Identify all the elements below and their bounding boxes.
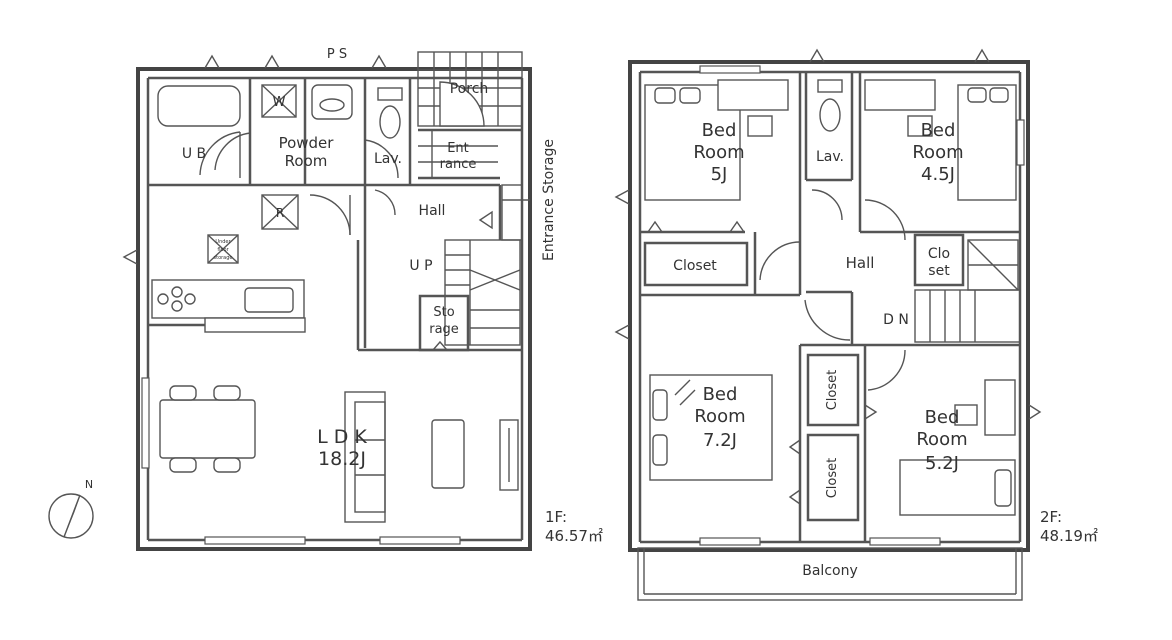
label-entrance-storage: Entrance Storage xyxy=(541,139,557,261)
label-storage-line2: rage xyxy=(429,322,459,337)
label-ps: P S xyxy=(327,47,347,62)
bathtub xyxy=(157,85,241,127)
first-floor-area-label: 1F: xyxy=(545,508,567,526)
closet-mid xyxy=(913,233,965,287)
first-floor-stairs xyxy=(444,239,521,346)
label-bed5-line3: 5J xyxy=(711,164,728,185)
kitchen-sink xyxy=(244,287,294,313)
label-bed72-line2: Room xyxy=(694,406,745,427)
entrance-tiles xyxy=(418,130,498,178)
label-closet-upper: Closet xyxy=(825,370,840,411)
second-floor-area-value: 48.19㎡ xyxy=(1040,527,1098,545)
toilet-2f xyxy=(819,98,841,132)
second-floor-outer-wall xyxy=(628,60,1030,552)
second-floor-plan xyxy=(614,48,1042,601)
balcony xyxy=(637,547,1023,601)
label-bed45-line1: Bed xyxy=(921,120,956,141)
label-closet-left: Closet xyxy=(673,258,717,274)
label-w: W xyxy=(273,95,286,110)
label-entrance-line2: rance xyxy=(440,157,477,172)
label-entrance-line1: Ent xyxy=(447,141,469,156)
wash-basin xyxy=(311,84,353,120)
entrance-storage xyxy=(501,184,523,241)
closet-upper xyxy=(806,353,860,427)
label-hall-1f: Hall xyxy=(419,203,446,219)
label-bed52-line3: 5.2J xyxy=(925,453,959,474)
label-bed5-line2: Room xyxy=(693,142,744,163)
closet-lower xyxy=(806,433,860,522)
label-porch: Porch xyxy=(450,81,489,97)
label-bed72-line3: 7.2J xyxy=(703,430,737,451)
label-balcony: Balcony xyxy=(802,563,858,579)
label-closet-lower: Closet xyxy=(825,458,840,499)
closet-left xyxy=(643,241,749,287)
second-floor-stairs xyxy=(914,239,1021,343)
label-closet-mid-line1: Clo xyxy=(928,246,950,262)
label-bed72-line1: Bed xyxy=(703,384,738,405)
label-under-floor-line2: floor xyxy=(217,247,229,253)
label-under-floor-line1: Under xyxy=(215,239,231,245)
label-closet-mid-line2: set xyxy=(928,263,950,279)
storage-room xyxy=(418,294,470,352)
bed-72j xyxy=(649,374,773,481)
label-hall-2f: Hall xyxy=(846,254,875,272)
toilet xyxy=(379,105,401,139)
label-up: U P xyxy=(409,258,432,274)
compass-north-icon xyxy=(48,493,94,539)
desk-45j xyxy=(864,79,936,111)
first-floor-area-value: 46.57㎡ xyxy=(545,527,603,545)
label-ub: U B xyxy=(182,146,206,162)
first-floor-outer-wall xyxy=(136,67,532,551)
label-powder-room-line1: Powder xyxy=(279,134,335,152)
coffee-table xyxy=(431,419,465,489)
label-bed5-line1: Bed xyxy=(702,120,737,141)
label-dn: D N xyxy=(883,312,909,328)
label-lav-2f: Lav. xyxy=(816,149,844,165)
label-storage-line1: Sto xyxy=(433,305,454,320)
label-ldk-line1: L D K xyxy=(317,426,367,448)
label-under-floor-line3: storage xyxy=(214,255,233,261)
compass-letter: N xyxy=(85,478,93,491)
bed-45j xyxy=(957,84,1017,201)
first-floor-plan xyxy=(122,51,532,551)
dining-table xyxy=(159,399,256,459)
label-r: R xyxy=(276,206,284,220)
desk-52j xyxy=(984,379,1016,436)
label-bed52-line1: Bed xyxy=(925,407,960,428)
desk-5j xyxy=(717,79,789,111)
label-powder-room-line2: Room xyxy=(285,152,328,170)
label-bed45-line3: 4.5J xyxy=(921,164,955,185)
label-lav-1f: Lav. xyxy=(374,151,402,167)
label-bed45-line2: Room xyxy=(912,142,963,163)
label-ldk-line2: 18.2J xyxy=(318,448,366,470)
label-bed52-line2: Room xyxy=(916,429,967,450)
porch-tiles xyxy=(417,51,523,127)
second-floor-area-label: 2F: xyxy=(1040,508,1062,526)
